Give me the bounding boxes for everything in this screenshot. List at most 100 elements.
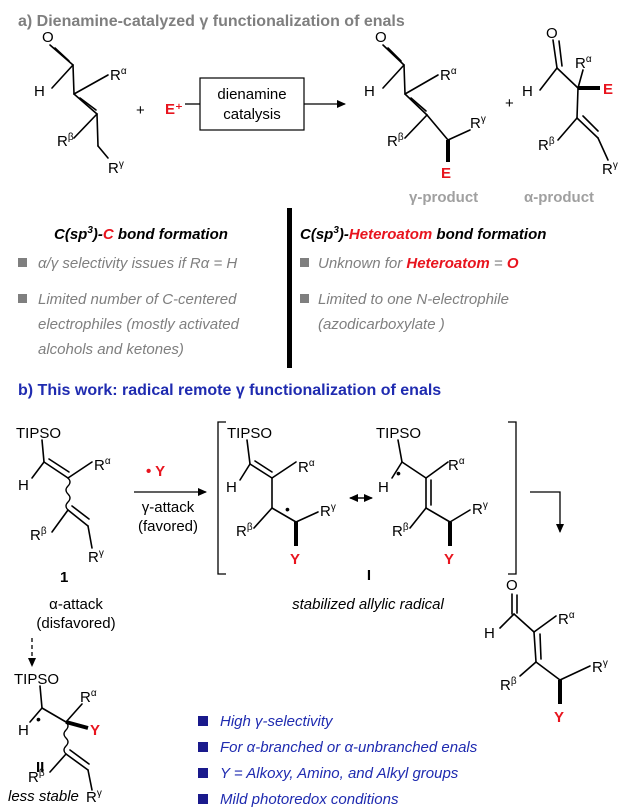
r-gamma: Rγ — [108, 159, 124, 177]
bracket-left — [217, 421, 226, 575]
gamma-product-structure: O H Rα Rβ Rγ E — [364, 29, 486, 182]
svg-text:Y: Y — [554, 709, 564, 726]
bullet-square — [18, 258, 27, 267]
alpha-e-label: E — [603, 81, 613, 98]
svg-text:TIPSO: TIPSO — [16, 425, 61, 442]
feature-bullet — [198, 794, 208, 804]
gamma-e-label: E — [441, 165, 451, 182]
left-bullet-1: α/γ selectivity issues if Rα = H — [38, 255, 237, 272]
feature-item: Mild photoredox conditions — [220, 791, 399, 807]
svg-text:Rβ: Rβ — [500, 676, 517, 694]
feature-bullet — [198, 742, 208, 752]
oxygen-atom: O — [42, 29, 54, 46]
svg-text:Rγ: Rγ — [602, 160, 618, 178]
svg-text:Rγ: Rγ — [470, 114, 486, 132]
svg-text:Rβ: Rβ — [30, 526, 47, 544]
bullet-square — [18, 294, 27, 303]
svg-text:TIPSO: TIPSO — [14, 671, 59, 688]
final-product-structure: O H Rα Rβ Rγ Y — [484, 577, 608, 726]
r-beta: Rβ — [57, 132, 74, 150]
svg-text:Rβ: Rβ — [387, 132, 404, 150]
radical-intermediate-ii: TIPSO H • Rα Y Rβ Rγ — [14, 671, 102, 806]
svg-text:•: • — [285, 501, 290, 517]
svg-text:Rβ: Rβ — [28, 768, 45, 786]
electrophile-label: E⁺ — [165, 101, 183, 118]
svg-text:Rβ: Rβ — [538, 136, 555, 154]
gamma-attack-favored: (favored) — [138, 518, 198, 535]
svg-text:O: O — [506, 577, 518, 594]
section-b-title: b) This work: radical remote γ functiona… — [18, 382, 441, 399]
left-bullet-2-line-2: electrophiles (mostly activated — [38, 316, 240, 333]
right-bullet-2-line-2: (azodicarboxylate ) — [318, 316, 445, 333]
svg-text:H: H — [18, 477, 29, 494]
gamma-attack-label: γ-attack — [142, 499, 195, 516]
left-bullet-2-line-3: alcohols and ketones) — [38, 341, 184, 358]
svg-text:+: + — [505, 95, 514, 112]
svg-text:Rα: Rα — [80, 688, 97, 706]
svg-text:TIPSO: TIPSO — [376, 425, 421, 442]
bracket-right — [508, 421, 517, 575]
alpha-product-label: α-product — [524, 189, 594, 206]
svg-text:Rα: Rα — [448, 456, 465, 474]
svg-text:O: O — [375, 29, 387, 46]
svg-text:Rβ: Rβ — [236, 522, 253, 540]
feature-item: For α-branched or α-unbranched enals — [220, 739, 478, 756]
compound-1-label: 1 — [60, 569, 68, 586]
section-a-title: a) Dienamine-catalyzed γ functionalizati… — [18, 13, 405, 30]
catalysis-box — [199, 77, 305, 131]
r-alpha: Rα — [110, 66, 127, 84]
svg-text:H: H — [226, 479, 237, 496]
right-column-heading: C(sp3)-Heteroatom bond formation — [300, 225, 546, 243]
left-column-heading: C(sp3)-C bond formation — [54, 225, 228, 243]
catalysis-text-2: catalysis — [223, 106, 281, 123]
svg-text:O: O — [546, 25, 558, 42]
bullet-square — [300, 294, 309, 303]
hydrogen-atom: H — [34, 83, 45, 100]
alpha-product-structure: O H Rα E Rβ Rγ — [522, 25, 618, 178]
enal-substrate: O H Rα Rβ Rγ — [34, 29, 127, 177]
svg-text:Rα: Rα — [298, 458, 315, 476]
plus-sign: + — [136, 102, 145, 119]
right-bullet-1: Unknown for Heteroatom = O — [318, 255, 519, 272]
compound-1-structure: TIPSO H Rα Rβ Rγ — [16, 425, 111, 566]
feature-item: High γ-selectivity — [220, 713, 334, 730]
svg-text:H: H — [484, 625, 495, 642]
svg-text:Rγ: Rγ — [472, 500, 488, 518]
svg-text:Rα: Rα — [440, 66, 457, 84]
svg-text:Rα: Rα — [558, 610, 575, 628]
svg-text:H: H — [18, 722, 29, 739]
radical-intermediate-b: TIPSO H • Rα Rβ Rγ Y — [376, 425, 488, 568]
stabilized-radical-label: stabilized allylic radical — [292, 596, 444, 613]
svg-text:Rγ: Rγ — [592, 658, 608, 676]
svg-text:Y: Y — [290, 551, 300, 568]
product-arrow — [530, 491, 564, 533]
svg-text:Rγ: Rγ — [86, 788, 102, 806]
gamma-product-label: γ-product — [409, 189, 478, 206]
svg-text:Rγ: Rγ — [88, 548, 104, 566]
svg-text:Y: Y — [90, 722, 100, 739]
intermediate-i-label: I — [367, 567, 371, 584]
feature-bullet — [198, 716, 208, 726]
svg-text:Y: Y — [444, 551, 454, 568]
less-stable-label: less stable — [8, 788, 79, 805]
intermediate-ii-label: II — [36, 759, 44, 776]
alpha-attack-label: α-attack — [49, 596, 103, 613]
svg-text:Rα: Rα — [94, 456, 111, 474]
bullet-square — [300, 258, 309, 267]
right-bullet-2-line-1: Limited to one N-electrophile — [318, 291, 509, 308]
radical-intermediate-a: TIPSO H Rα • Rβ Rγ Y — [226, 425, 336, 568]
svg-text:•: • — [36, 711, 41, 727]
left-bullet-2-line-1: Limited number of C-centered — [38, 291, 237, 308]
alpha-attack-disfavored: (disfavored) — [36, 615, 115, 632]
svg-text:•: • — [396, 465, 401, 481]
svg-text:TIPSO: TIPSO — [227, 425, 272, 442]
catalysis-text-1: dienamine — [217, 86, 286, 103]
feature-item: Y = Alkoxy, Amino, and Alkyl groups — [220, 765, 459, 782]
svg-text:H: H — [522, 83, 533, 100]
feature-bullet — [198, 768, 208, 778]
radical-y-label: • Y — [146, 463, 165, 480]
features-list: High γ-selectivity For α-branched or α-u… — [198, 713, 478, 807]
column-divider — [287, 208, 292, 368]
svg-text:Rβ: Rβ — [392, 522, 409, 540]
